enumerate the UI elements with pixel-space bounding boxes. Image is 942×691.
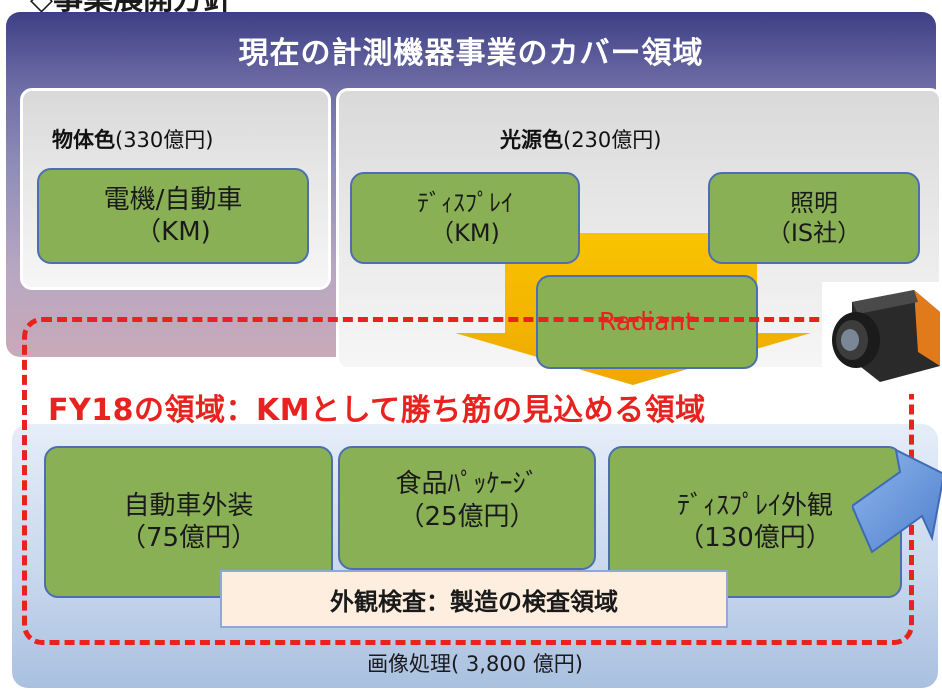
object-color-heading: 物体色(330億円) bbox=[52, 124, 213, 154]
light-color-heading: 光源色(230億円) bbox=[500, 124, 661, 154]
segment-lighting-is: 照明 （IS社） bbox=[708, 172, 920, 264]
camera-icon bbox=[822, 282, 942, 394]
inspection-box: 外観検査：製造の検査領域 bbox=[220, 570, 728, 628]
object-color-amount: (330億円) bbox=[115, 128, 214, 152]
light-color-amount: (230億円) bbox=[563, 128, 662, 152]
segment-electric-auto: 電機/自動車 （KM) bbox=[37, 168, 309, 264]
image-processing-label: 画像処理( 3,800 億円) bbox=[367, 652, 583, 676]
segment-lighting-line2: （IS社） bbox=[766, 219, 862, 247]
fy18-title: FY18の領域：KMとして勝ち筋の見込める領域 bbox=[48, 393, 706, 428]
segment-food-package-line2: （25億円） bbox=[398, 501, 536, 532]
light-color-name: 光源色 bbox=[500, 128, 563, 152]
segment-auto-exterior-line1: 自動車外装 bbox=[123, 490, 254, 521]
segment-electric-auto-line2: （KM) bbox=[135, 217, 211, 247]
right-arrow bbox=[852, 448, 942, 554]
segment-display-km: ﾃﾞｨｽﾌﾟﾚｲ （KM) bbox=[350, 172, 580, 264]
segment-lighting-line1: 照明 bbox=[790, 189, 838, 217]
inspection-label: 外観検査：製造の検査領域 bbox=[330, 587, 618, 616]
segment-display-exterior-line1: ﾃﾞｨｽﾌﾟﾚｲ外観 bbox=[676, 490, 833, 521]
segment-display-km-line1: ﾃﾞｨｽﾌﾟﾚｲ bbox=[417, 189, 513, 217]
segment-food-package-line1: 食品ﾊﾟｯｹｰｼﾞ bbox=[395, 469, 539, 499]
segment-electric-auto-line1: 電機/自動車 bbox=[103, 184, 243, 215]
segment-auto-exterior-line2: （75億円） bbox=[119, 523, 258, 553]
object-color-name: 物体色 bbox=[52, 128, 115, 152]
segment-food-package: 食品ﾊﾟｯｹｰｼﾞ （25億円） bbox=[338, 446, 596, 570]
segment-display-exterior-line2: （130億円） bbox=[678, 523, 832, 553]
segment-display-km-line2: （KM) bbox=[430, 219, 500, 247]
coverage-title: 現在の計測機器事業のカバー領域 bbox=[238, 36, 704, 71]
